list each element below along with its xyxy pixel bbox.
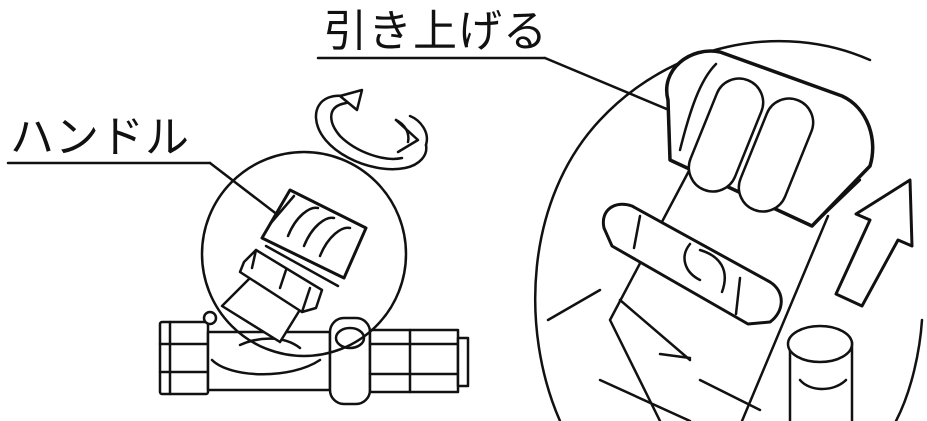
up-arrow-icon — [834, 178, 914, 308]
pull-up-label: 引き上げる — [323, 6, 548, 57]
valve-body — [158, 266, 470, 406]
handle-label: ハンドル — [10, 112, 190, 163]
small-detail-circle — [200, 150, 408, 358]
small-handle — [260, 188, 368, 288]
large-stem — [546, 148, 830, 421]
pull-up-leader-line — [316, 56, 714, 130]
small-hex-nut — [238, 248, 324, 314]
large-pipe — [698, 324, 854, 421]
handle-leader-line — [6, 161, 302, 234]
large-handle — [664, 49, 875, 228]
large-hex-nut — [601, 202, 783, 326]
rotate-arrow-icon — [314, 88, 429, 171]
large-detail-circle — [534, 39, 924, 421]
